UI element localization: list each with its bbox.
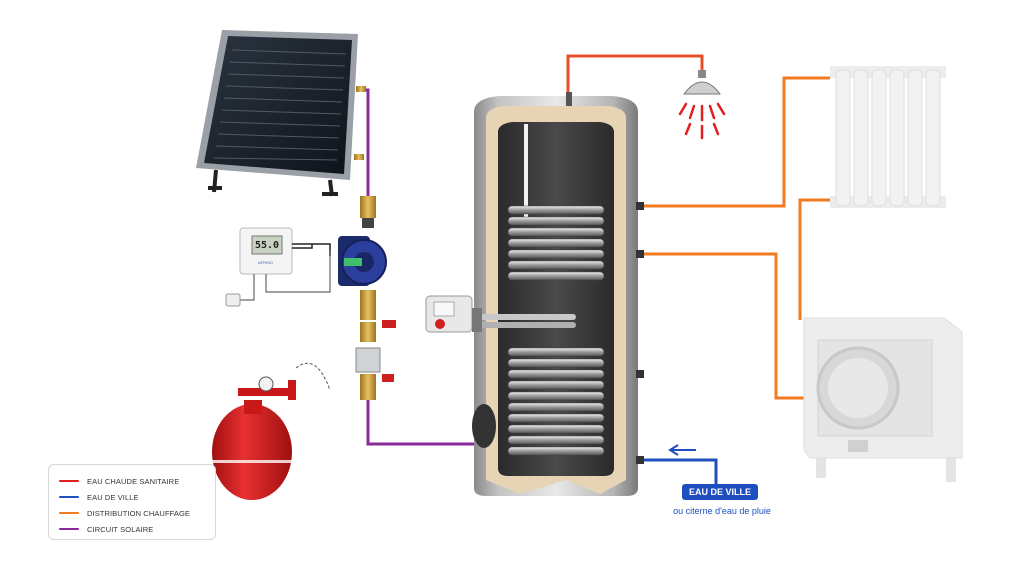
legend-swatch: [59, 496, 79, 498]
heating-pipe-radiator-return: [798, 198, 830, 320]
heating-pipe-stove: [642, 252, 810, 400]
legend-swatch: [59, 512, 79, 514]
city-water-subtitle: ou citerne d'eau de pluie: [673, 506, 771, 516]
pump-group: [295, 196, 396, 400]
storage-tank: [425, 92, 644, 496]
shower-icon: [678, 70, 726, 140]
legend: EAU CHAUDE SANITAIRE EAU DE VILLE DISTRI…: [48, 464, 216, 540]
solar-panel-icon: [196, 30, 366, 197]
pump-icon: [338, 236, 387, 286]
lower-coil: [507, 347, 605, 456]
solar-pipe-top: [356, 88, 370, 196]
legend-label: EAU DE VILLE: [87, 492, 139, 502]
legend-item-city-water: EAU DE VILLE: [59, 489, 205, 505]
hot-water-pipe: [566, 54, 704, 100]
upper-coil: [507, 205, 605, 281]
legend-item-heating: DISTRIBUTION CHAUFFAGE: [59, 505, 205, 521]
legend-label: DISTRIBUTION CHAUFFAGE: [87, 508, 191, 518]
heating-element-icon: [425, 295, 576, 333]
legend-swatch: [59, 480, 79, 482]
legend-label: EAU CHAUDE SANITAIRE: [87, 476, 180, 486]
legend-swatch: [59, 528, 79, 530]
city-water-pipe: [642, 458, 718, 484]
legend-item-hot-water: EAU CHAUDE SANITAIRE: [59, 473, 205, 489]
flow-arrow-icon: [668, 444, 696, 456]
controller-icon: [225, 227, 331, 307]
controller-brand: AFRISO: [258, 260, 273, 265]
legend-label: CIRCUIT SOLAIRE: [87, 524, 154, 534]
radiator-icon: [830, 66, 946, 208]
controller-display: 55.0: [254, 239, 280, 251]
expansion-vessel-icon: [212, 376, 296, 500]
wood-stove-icon: [803, 317, 963, 482]
solar-pipe-bottom: [366, 400, 474, 446]
heating-pipe-radiator: [642, 76, 830, 208]
city-water-badge: EAU DE VILLE: [682, 484, 758, 500]
legend-item-solar: CIRCUIT SOLAIRE: [59, 521, 205, 537]
